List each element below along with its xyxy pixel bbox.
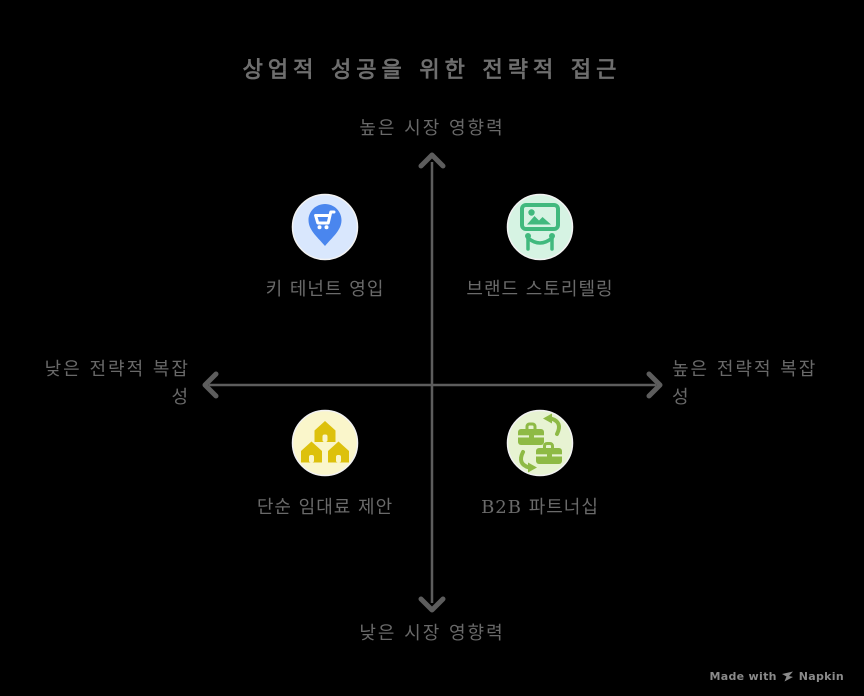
quadrant-label-top-left: 키 테넌트 영입 <box>265 279 385 300</box>
picture-frame-shape <box>520 203 560 231</box>
axis-label-left-line2: 성 <box>171 387 190 408</box>
diagram-title: 상업적 성공을 위한 전략적 접근 <box>242 57 622 83</box>
cart-pin-icon <box>291 193 359 261</box>
axis-label-right-line1: 높은 전략적 복잡 <box>672 359 818 380</box>
exchange-arc-bottom <box>519 450 531 470</box>
axis-label-right-line2: 성 <box>672 387 691 408</box>
watermark-brand: Napkin <box>798 670 844 683</box>
exchange-arc-top <box>549 416 561 436</box>
cart-shape <box>314 210 336 225</box>
exchange-arrowhead-top <box>543 413 552 424</box>
made-with-napkin-watermark: Made with Napkin <box>710 670 845 683</box>
houses-icon <box>291 409 359 477</box>
axis-label-top: 높은 시장 영향력 <box>359 118 505 139</box>
briefcase-exchange-icon <box>506 409 574 477</box>
arrowhead-down-icon <box>418 596 446 613</box>
napkin-logo-icon <box>781 671 793 682</box>
arrowhead-up-icon <box>418 152 446 169</box>
axis-label-right: 높은 전략적 복잡 성 <box>672 356 850 412</box>
mountains-shape <box>527 216 551 225</box>
axis-arrowheads <box>202 152 663 613</box>
sun-shape <box>528 209 535 216</box>
axis-label-bottom: 낮은 시장 영향력 <box>359 623 505 644</box>
arrowhead-left-icon <box>202 371 219 399</box>
house-top <box>314 421 336 442</box>
rope-shape <box>526 236 554 245</box>
axis-label-left: 낮은 전략적 복잡 성 <box>28 356 190 412</box>
house-bottom-right <box>328 441 349 463</box>
quadrant-label-bottom-right: B2B 파트너십 <box>481 497 599 518</box>
picture-banner-icon <box>506 193 574 261</box>
quadrant-label-top-right: 브랜드 스토리텔링 <box>466 279 614 300</box>
arrowhead-right-icon <box>646 371 663 399</box>
axis-label-left-line1: 낮은 전략적 복잡 <box>44 359 190 380</box>
watermark-prefix: Made with <box>709 670 777 683</box>
house-bottom-left <box>301 441 322 463</box>
exchange-arrowhead-bottom <box>528 462 537 473</box>
quadrant-label-bottom-left: 단순 임대료 제안 <box>256 497 394 518</box>
